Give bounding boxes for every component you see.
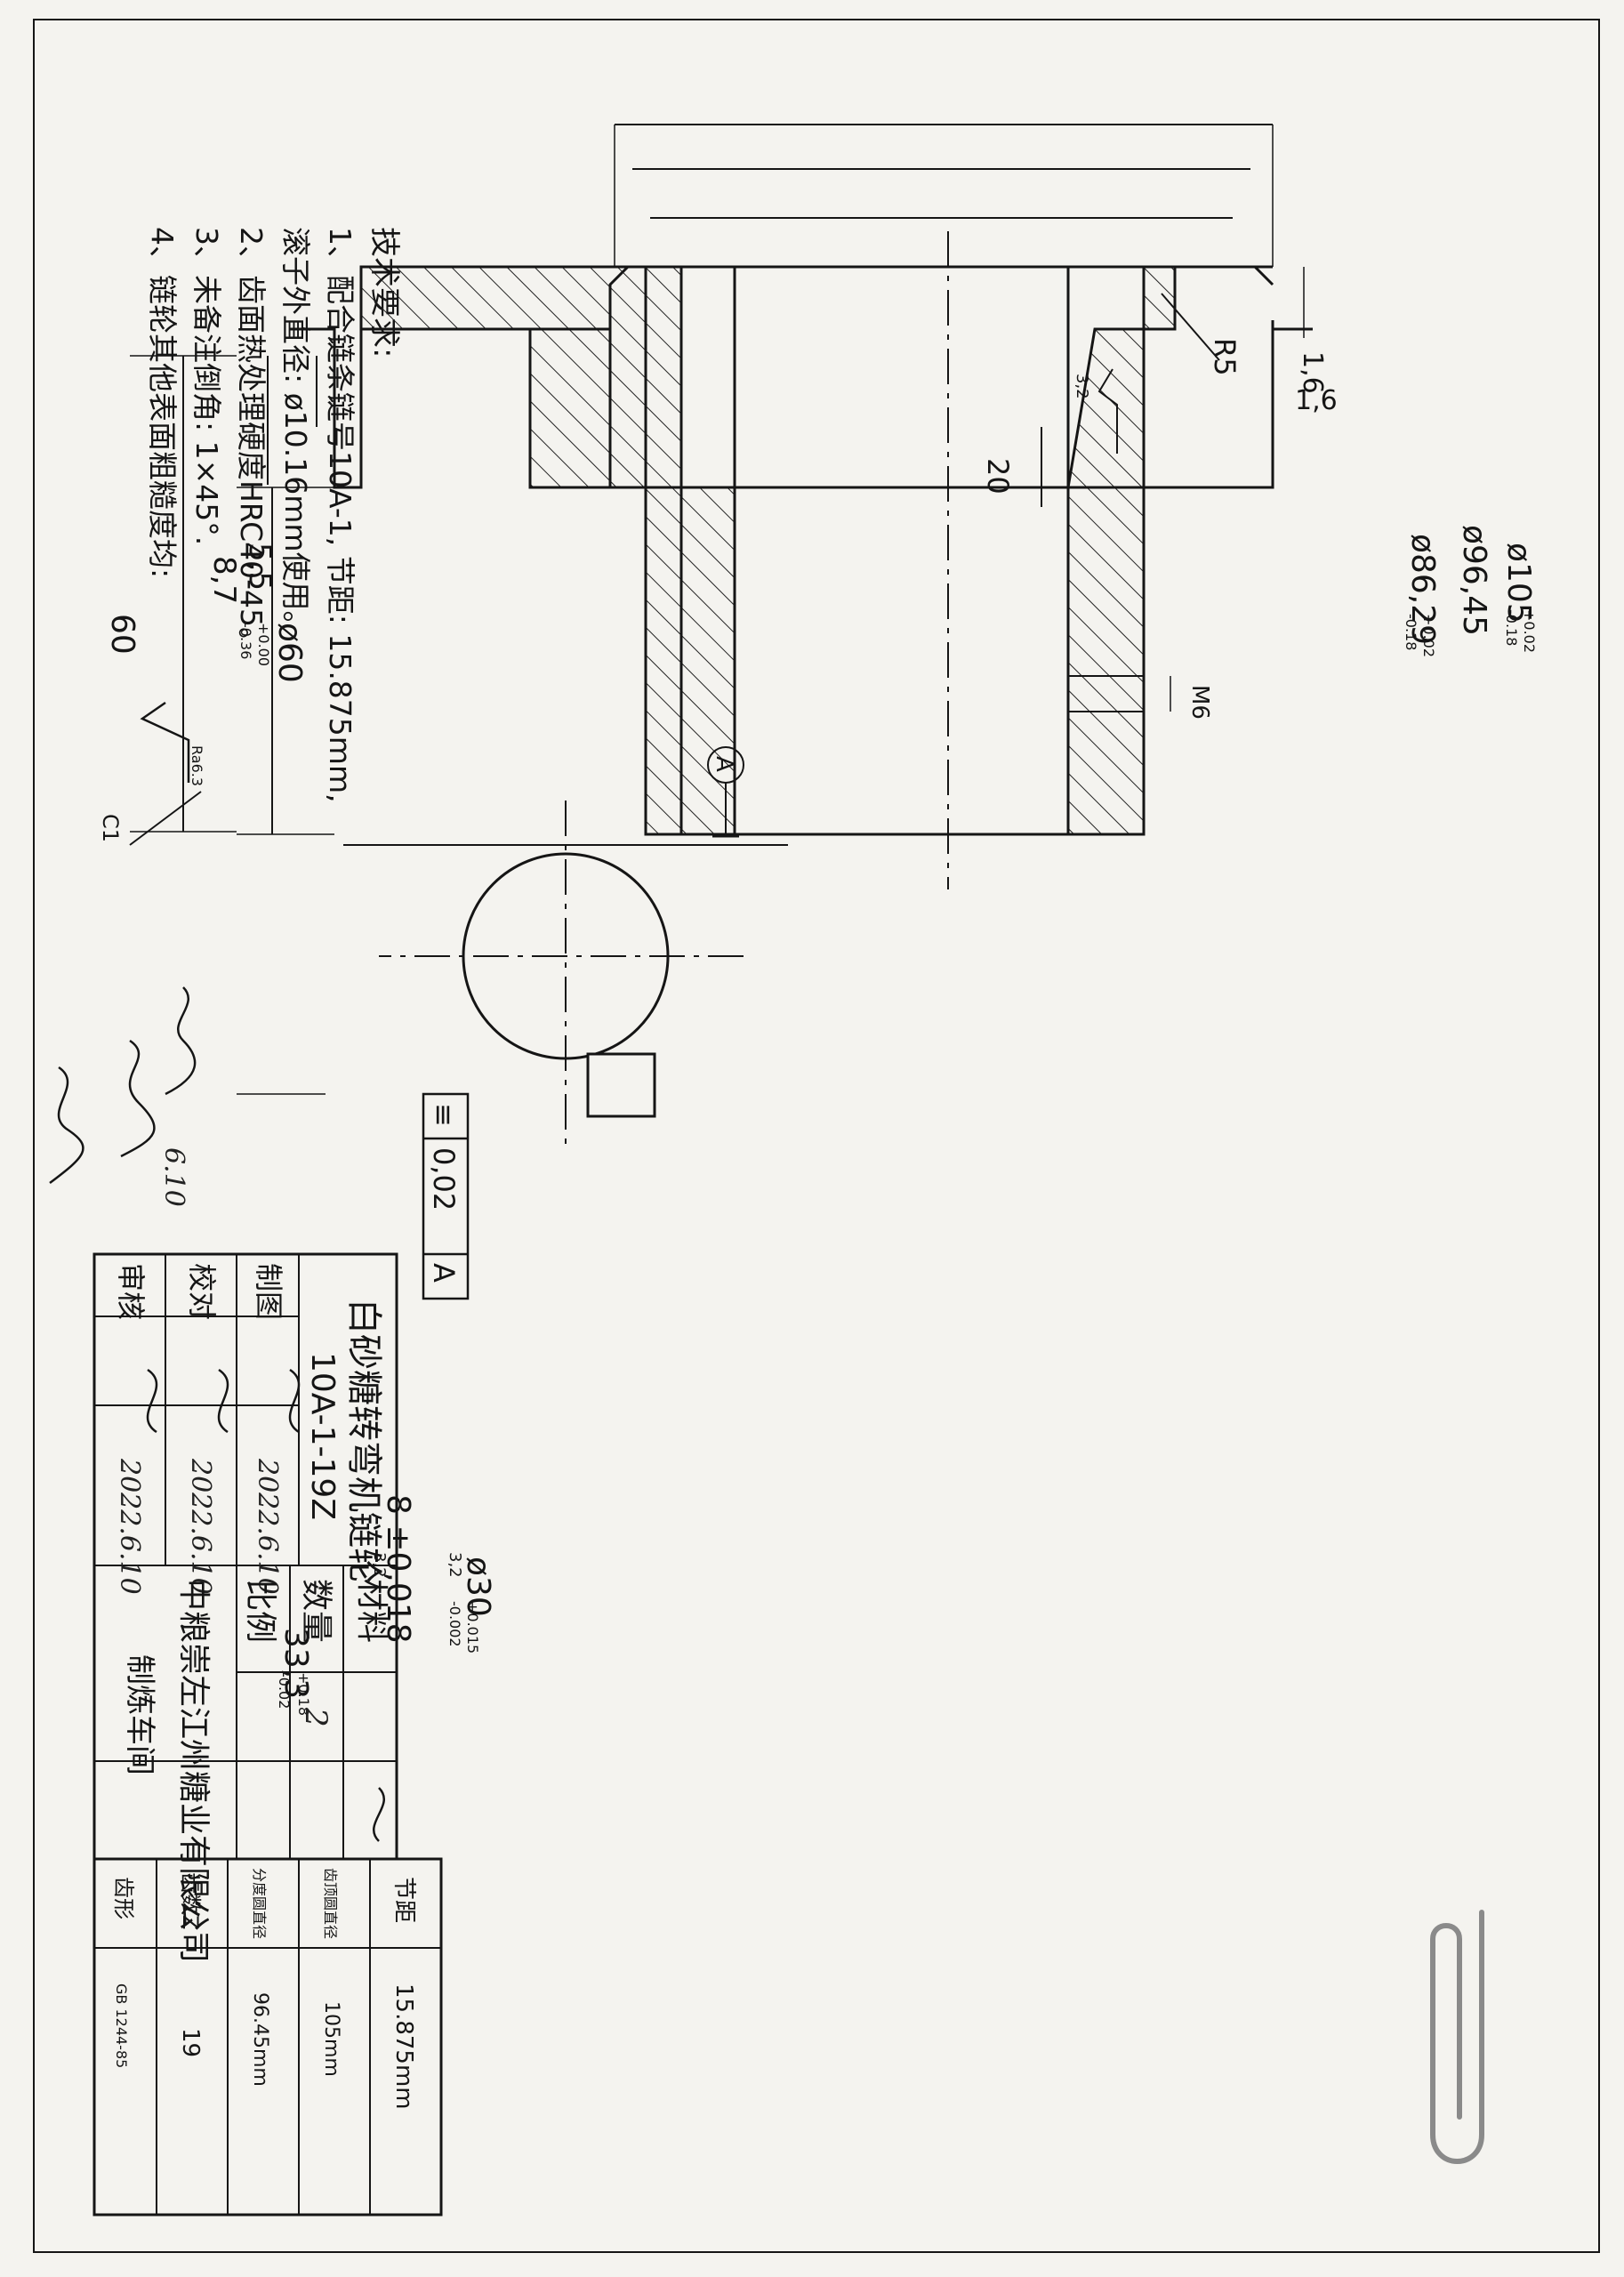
tech-item-4: 4、链轮其他表面粗糙度均: <box>145 227 180 578</box>
title-block: 白砂糖转弯机链轮 10A-1-19Z 制图 校对 审核 2022.6.10 20… <box>92 1252 398 1963</box>
row-date-draw: 2022.6.10 <box>252 1458 283 1595</box>
hub-lower-hatch <box>1066 265 1177 836</box>
dim-d86: ø86,29 <box>1404 534 1441 645</box>
quantity-label: 数量 <box>298 1579 334 1643</box>
part-code: 10A-1-19Z <box>304 1352 341 1520</box>
gear-row-5-value: GB 1244-85 <box>113 1983 130 2068</box>
dim-20: 20 <box>981 458 1015 495</box>
gear-row-4-label: 齿数Z <box>178 1872 203 1929</box>
part-name: 白砂糖转弯机链轮 <box>343 1299 384 1583</box>
dim-60: 60 <box>104 614 141 655</box>
roughness-symbol-ra63: Ra6.3 <box>140 701 205 786</box>
dim-bore-tol-up: +0.015 <box>464 1601 481 1653</box>
end-roughness-1: 3,2 <box>446 1552 464 1578</box>
material-label: 材料 <box>353 1579 390 1643</box>
dim-key-depth-tol-up: +0.18 <box>295 1672 312 1716</box>
dim-chamfer-bottom: 1,6 <box>1297 351 1328 394</box>
dim-8-7: 8,7 <box>206 556 242 604</box>
section-roughness: 3,2 <box>1073 374 1091 399</box>
tech-item-1: 1、配合链条链号10A-1, 节距: 15.875mm, <box>323 227 358 803</box>
gear-table: 节距 15.875mm 齿顶圆直径 105mm 分度圆直径 96.45mm 齿数… <box>92 1857 443 2217</box>
gear-row-1-value: 15.875mm <box>390 1983 417 2110</box>
scale-label: 比例 <box>242 1579 278 1643</box>
dim-5-5-tol-lo: -0.36 <box>237 623 254 659</box>
symmetry-value: 0,02 <box>427 1147 461 1211</box>
tech-item-3: 3、未备注倒角: 1×45°. <box>189 227 224 545</box>
svg-text:Ra6.3: Ra6.3 <box>189 745 205 786</box>
dim-5-5: 5,5 <box>242 543 277 591</box>
datum-a: A <box>711 756 737 772</box>
dim-c1: C1 <box>98 814 123 842</box>
dim-d86-tol-lo: -0.18 <box>1403 614 1419 650</box>
row-label-approve: 审核 <box>114 1263 148 1320</box>
row-date-approve: 2022.6.10 <box>114 1458 145 1595</box>
hub-upper-hatch <box>644 265 736 836</box>
dim-radius-r5: R5 <box>1208 338 1242 376</box>
sheet-border <box>33 19 1600 2253</box>
gear-row-3-label: 分度圆直径 <box>251 1868 268 1939</box>
dim-key-depth: 33,3 <box>277 1628 314 1699</box>
dim-d86-tol-up: +0.02 <box>1420 614 1437 657</box>
end-view: A ≡ 0,02 A ø30 +0.015 -0.002 8 ±0,018 <box>237 746 788 1716</box>
dim-m6: M6 <box>1186 685 1213 720</box>
workshop-name: 制炼车间 <box>122 1654 157 1775</box>
handwritten-signatures: 6.10 <box>49 986 385 1842</box>
tech-item-1b: 滚子外直径: ø10.16mm使用。 <box>278 227 313 640</box>
gear-row-2-label: 齿顶圆直径 <box>322 1868 339 1939</box>
technical-requirements: 技术要求: 1、配合链条链号10A-1, 节距: 15.875mm, 滚子外直径… <box>140 227 402 803</box>
handwritten-date: 6.10 <box>158 1147 189 1207</box>
symmetry-symbol: ≡ <box>427 1103 461 1127</box>
dim-chamfer-top: 1,6 <box>1295 385 1338 416</box>
dim-d105-tol-lo: -0.18 <box>1503 609 1520 646</box>
quantity-value: 2 <box>298 1707 334 1727</box>
company-name: 中粮崇左江州糖业有限公司 <box>175 1579 212 1963</box>
gear-row-2-value: 105mm <box>320 2001 342 2077</box>
dim-bore: ø30 <box>460 1557 496 1617</box>
paper-clip-icon <box>1430 1910 1484 2164</box>
row-label-check: 校对 <box>185 1263 219 1320</box>
row-label-draw: 制图 <box>252 1263 285 1320</box>
gear-row-1-label: 节距 <box>390 1877 417 1923</box>
dim-d96: ø96,45 <box>1456 525 1492 636</box>
section-view: ø105 +0.02 -0.18 ø96,45 ø86,29 +0.02 -0.… <box>98 124 1538 889</box>
dim-5-5-tol-up: +0.00 <box>255 623 272 666</box>
row-date-check: 2022.6.10 <box>185 1458 216 1595</box>
dim-d105-tol-up: +0.02 <box>1521 609 1538 653</box>
gear-row-3-value: 96.45mm <box>249 1992 271 2087</box>
gear-row-4-value: 19 <box>177 2028 204 2057</box>
section-left-hatch <box>359 265 647 489</box>
symmetry-tolerance-frame: ≡ 0,02 A <box>422 1092 470 1300</box>
dim-key-depth-tol-lo: -0.02 <box>276 1672 293 1709</box>
dim-d105: ø105 <box>1500 543 1537 624</box>
dim-bore-tol-lo: -0.002 <box>446 1601 463 1647</box>
dim-d60: ø60 <box>271 623 308 683</box>
symmetry-datum: A <box>427 1263 461 1283</box>
tech-item-2: 2、齿面热处理硬度HRC40-45。 <box>234 227 269 656</box>
gear-row-5-label: 齿形 <box>111 1877 136 1919</box>
